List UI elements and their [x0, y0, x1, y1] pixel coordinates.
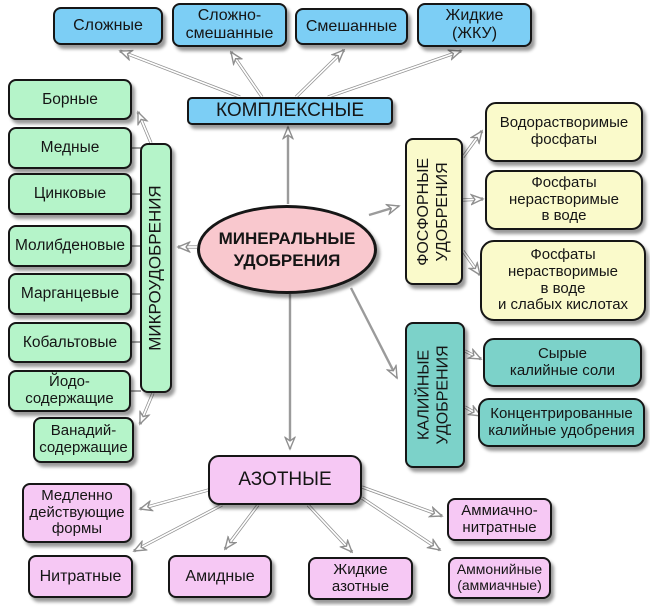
node-boron: Борные — [8, 79, 132, 120]
node-phosphates-insoluble-in-water: Фосфаты нерастворимые в воде — [485, 170, 643, 230]
node-phosphoric-label: ФОСФОРНЫЕ УДОБРЕНИЯ — [415, 157, 451, 266]
node-molybdenum: Молибденовые — [8, 225, 132, 267]
arrows-complex — [120, 50, 461, 99]
node-phosphates-insoluble-in-water-and-weak-acids: Фосфаты нерастворимые в воде и слабых ки… — [480, 240, 646, 321]
node-copper: Медные — [8, 127, 132, 169]
node-zinc: Цинковые — [8, 173, 132, 215]
arrows-micro — [131, 112, 155, 424]
arrows-from-center — [178, 127, 399, 449]
node-potassium-label: КАЛИЙНЫЕ УДОБРЕНИЯ — [416, 345, 452, 445]
node-raw-potassium-salts: Сырые калийные соли — [483, 338, 642, 387]
node-ammonium-ammonia: Аммонийные (аммиачные) — [448, 557, 551, 599]
node-mineral-fertilizers: МИНЕРАЛЬНЫЕ УДОБРЕНИЯ — [197, 205, 377, 294]
node-manganese: Марганцевые — [8, 273, 132, 315]
node-vanadium-containing: Ванадий- содержащие — [33, 417, 134, 463]
node-compound-mixed: Сложно- смешанные — [172, 3, 287, 47]
node-nitrate: Нитратные — [28, 555, 133, 598]
node-potassium: КАЛИЙНЫЕ УДОБРЕНИЯ — [405, 322, 465, 468]
node-ammonium-nitrate: Аммиачно- нитратные — [447, 498, 552, 541]
node-microfertilizers: МИКРОУДОБРЕНИЯ — [140, 143, 172, 393]
arrows-phosphoric — [461, 131, 483, 275]
node-liquid-zhku: Жидкие (ЖКУ) — [417, 3, 532, 47]
node-compound: Сложные — [53, 7, 163, 45]
node-concentrated-potassium-fertilizers: Концентрированные калийные удобрения — [478, 398, 645, 447]
node-liquid-nitrogen: Жидкие азотные — [308, 557, 413, 600]
node-water-soluble-phosphates: Водорастворимые фосфаты — [485, 102, 643, 162]
node-complex: КОМПЛЕКСНЫЕ — [187, 97, 393, 125]
node-cobalt: Кобальтовые — [8, 322, 132, 363]
node-slow-acting-forms: Медленно действующие формы — [22, 483, 132, 543]
node-iodine-containing: Йодо- содержащие — [8, 370, 131, 412]
node-microfertilizers-label: МИКРОУДОБРЕНИЯ — [145, 185, 165, 351]
node-amide: Амидные — [168, 555, 272, 598]
node-mixed: Смешанные — [295, 8, 408, 45]
arrows-nitrogen — [134, 485, 442, 552]
node-nitrogen: АЗОТНЫЕ — [208, 455, 362, 505]
node-phosphoric: ФОСФОРНЫЕ УДОБРЕНИЯ — [405, 138, 463, 285]
